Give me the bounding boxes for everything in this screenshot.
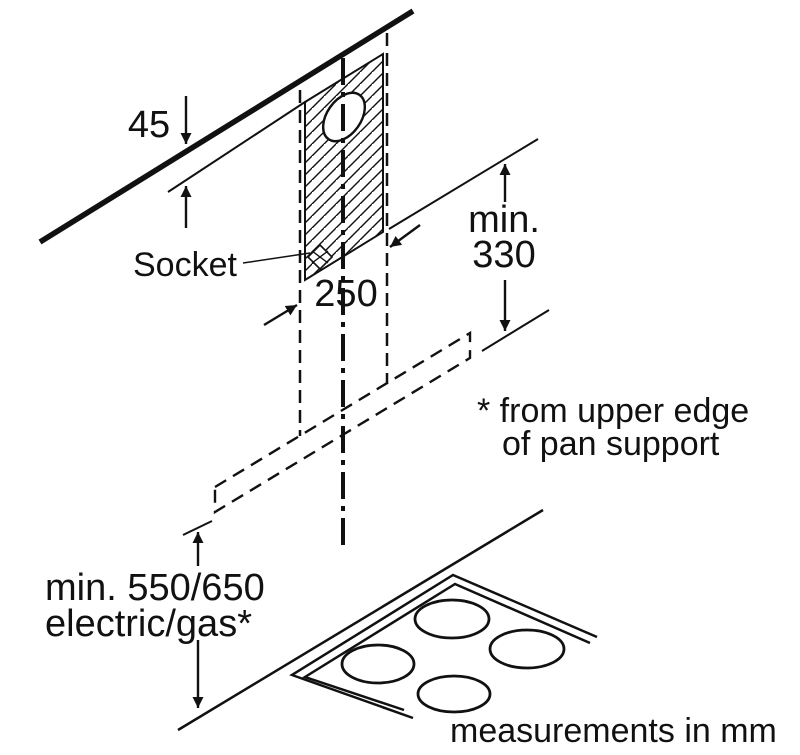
dimension-45-label: 45 (128, 104, 170, 146)
arrow-up-right-icon (263, 303, 298, 327)
hood-canopy-outline (213, 330, 472, 515)
footnote-line1: * from upper edge (477, 392, 749, 430)
socket-label: Socket (133, 246, 237, 284)
plate-top-reference-line (167, 101, 306, 193)
plate-bottom-extension-line (388, 138, 539, 230)
dimension-plate-width: 250 (263, 224, 421, 327)
cooktop-inner-border (302, 582, 591, 712)
burner-icon (340, 643, 416, 685)
burner-icon (488, 628, 566, 670)
socket-callout: Socket (133, 246, 311, 284)
units-note: measurements in mm (450, 712, 777, 750)
dimension-electric-gas-label: electric/gas* (45, 603, 252, 645)
hood-bottom-extension-line (481, 309, 550, 352)
cooktop-outer-border (289, 573, 598, 720)
dimension-250-label: 250 (314, 273, 377, 315)
dimension-hood-clearance: min. 330 (468, 164, 540, 331)
socket-leader-line (242, 252, 311, 264)
footnote: * from upper edge of pan support (477, 392, 749, 463)
dimension-ceiling-offset: 45 (128, 96, 192, 228)
burner-icon (416, 674, 492, 714)
canopy-corner-tick (182, 520, 213, 536)
arrow-down-left-icon (389, 224, 421, 248)
dimension-min-label: min. (468, 199, 540, 241)
ceiling-line (38, 8, 415, 245)
burner-icon (413, 598, 491, 640)
dimension-330-label: 330 (472, 234, 535, 276)
footnote-line2: of pan support (502, 425, 720, 463)
dimension-550-650-label: min. 550/650 (45, 567, 265, 609)
dimension-hob-clearance: min. 550/650 electric/gas* (45, 532, 265, 708)
socket-symbol-icon (306, 243, 334, 271)
worktop-edge-line (177, 508, 544, 732)
cooktop (177, 508, 598, 732)
